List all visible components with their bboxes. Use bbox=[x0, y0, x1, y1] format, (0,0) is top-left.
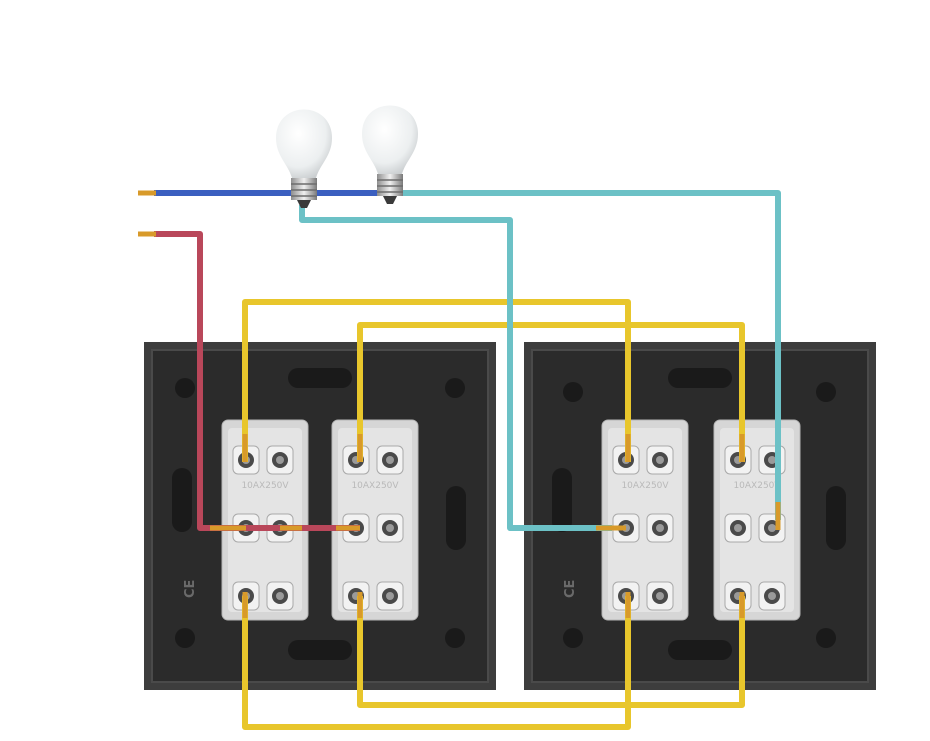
switch-modules: 10AX250V 10AX250V 10AX250V 10AX250V bbox=[221, 419, 801, 621]
mounting-slot bbox=[288, 368, 352, 388]
terminal-screw-icon bbox=[376, 445, 404, 475]
terminal-screw-icon bbox=[758, 581, 786, 611]
mounting-hole bbox=[175, 628, 195, 648]
terminal-screw-icon bbox=[724, 445, 752, 475]
mounting-hole bbox=[445, 628, 465, 648]
mounting-slot bbox=[446, 486, 466, 550]
switched-wire-bulb-2 bbox=[400, 190, 781, 520]
mounting-hole bbox=[816, 382, 836, 402]
terminal-screw-icon bbox=[376, 581, 404, 611]
mounting-hole bbox=[563, 382, 583, 402]
terminal-screw-icon bbox=[646, 581, 674, 611]
light-bulb-icon bbox=[362, 105, 418, 204]
terminal-screw-icon bbox=[758, 513, 786, 543]
terminal-screw-icon bbox=[342, 445, 370, 475]
switch-plate-right: CE bbox=[524, 342, 876, 690]
ce-mark-icon: CE bbox=[563, 580, 578, 598]
mounting-slot bbox=[668, 368, 732, 388]
terminal-screw-icon bbox=[646, 513, 674, 543]
light-bulb-icon bbox=[276, 109, 332, 208]
traveler-wire-top-inner bbox=[357, 322, 745, 462]
terminal-screw-icon bbox=[266, 581, 294, 611]
switched-wire-bulb-1 bbox=[299, 205, 612, 531]
terminal-screw-icon bbox=[376, 513, 404, 543]
traveler-wire-top-outer bbox=[242, 299, 631, 462]
switch-module: 10AX250V bbox=[331, 419, 419, 621]
mounting-hole bbox=[563, 628, 583, 648]
switch-plate-left: CE bbox=[144, 342, 496, 690]
mounting-hole bbox=[816, 628, 836, 648]
mounting-slot bbox=[172, 468, 192, 532]
switch-module: 10AX250V bbox=[601, 419, 689, 621]
ce-mark-icon: CE bbox=[183, 580, 198, 598]
terminal-screw-icon bbox=[266, 445, 294, 475]
terminal-screw-icon bbox=[342, 581, 370, 611]
traveler-wire-bottom-outer bbox=[242, 596, 631, 730]
mounting-slot bbox=[288, 640, 352, 660]
switch-rating-label: 10AX250V bbox=[351, 481, 399, 491]
switch-rating-label: 10AX250V bbox=[733, 481, 781, 491]
mounting-hole bbox=[175, 378, 195, 398]
terminal-screw-icon bbox=[724, 581, 752, 611]
mounting-slot bbox=[826, 486, 846, 550]
traveler-wire-bottom-inner bbox=[357, 596, 745, 708]
switch-rating-label: 10AX250V bbox=[241, 481, 289, 491]
terminal-screw-icon bbox=[758, 445, 786, 475]
mounting-hole bbox=[445, 378, 465, 398]
wires bbox=[138, 190, 781, 730]
terminal-screw-icon bbox=[724, 513, 752, 543]
switch-module: 10AX250V bbox=[221, 419, 309, 621]
mounting-slot bbox=[668, 640, 732, 660]
switch-rating-label: 10AX250V bbox=[621, 481, 669, 491]
terminal-screw-icon bbox=[646, 445, 674, 475]
mounting-slot bbox=[552, 468, 572, 532]
switch-module: 10AX250V bbox=[713, 419, 801, 621]
